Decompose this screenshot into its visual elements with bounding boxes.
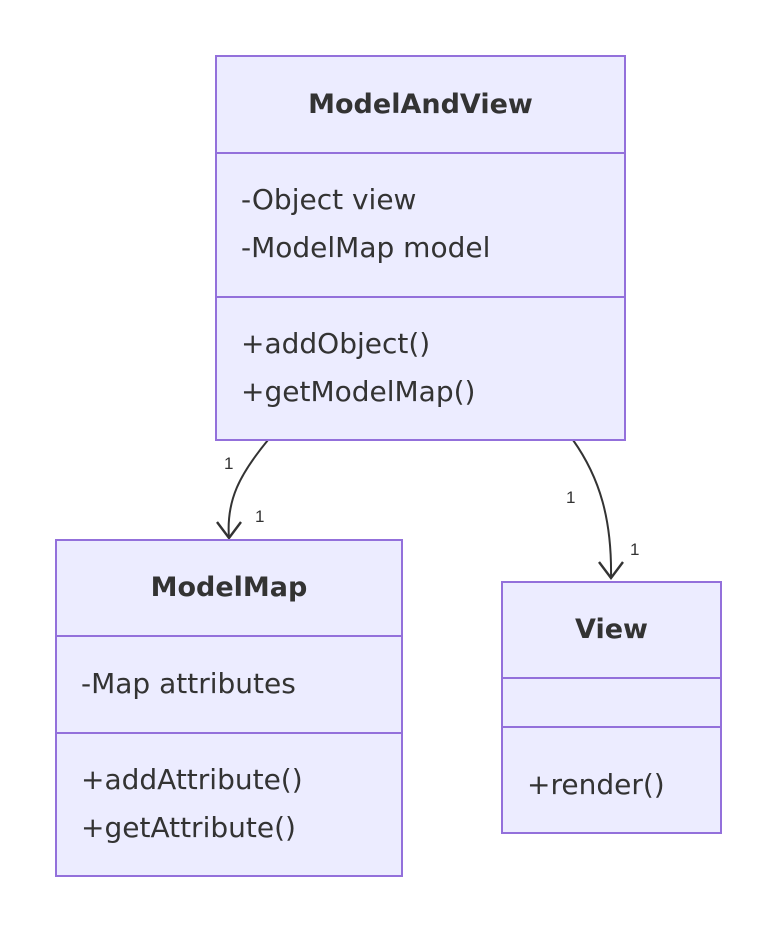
- class-box-view[interactable]: View +render(): [501, 581, 722, 834]
- class-name: ModelMap: [150, 572, 308, 603]
- class-method: +render(): [527, 768, 665, 801]
- multiplicity-label: 1: [224, 454, 234, 473]
- class-method: +addAttribute(): [81, 763, 303, 796]
- divider: [57, 635, 401, 637]
- divider: [217, 296, 624, 298]
- multiplicity-label: 1: [255, 507, 265, 526]
- relation-modelandview-view-arrowhead: [598, 561, 624, 580]
- class-name: ModelAndView: [308, 89, 533, 120]
- class-attribute: -ModelMap model: [241, 231, 491, 264]
- relation-modelandview-modelmap-arrowhead: [216, 521, 242, 540]
- class-method: +addObject(): [241, 327, 431, 360]
- class-box-modelandview[interactable]: ModelAndView -Object view -ModelMap mode…: [215, 55, 626, 441]
- relation-modelandview-modelmap: [227, 439, 269, 539]
- divider: [503, 726, 720, 728]
- class-method: +getAttribute(): [81, 811, 296, 844]
- divider: [503, 677, 720, 679]
- multiplicity-label: 1: [630, 540, 640, 559]
- divider: [217, 152, 624, 154]
- class-attribute: -Map attributes: [81, 667, 296, 700]
- class-attribute: -Object view: [241, 183, 417, 216]
- divider: [57, 732, 401, 734]
- relation-modelandview-view: [572, 439, 613, 579]
- class-box-modelmap[interactable]: ModelMap -Map attributes +addAttribute()…: [55, 539, 403, 877]
- multiplicity-label: 1: [566, 488, 576, 507]
- class-method: +getModelMap(): [241, 375, 476, 408]
- class-name: View: [575, 614, 648, 645]
